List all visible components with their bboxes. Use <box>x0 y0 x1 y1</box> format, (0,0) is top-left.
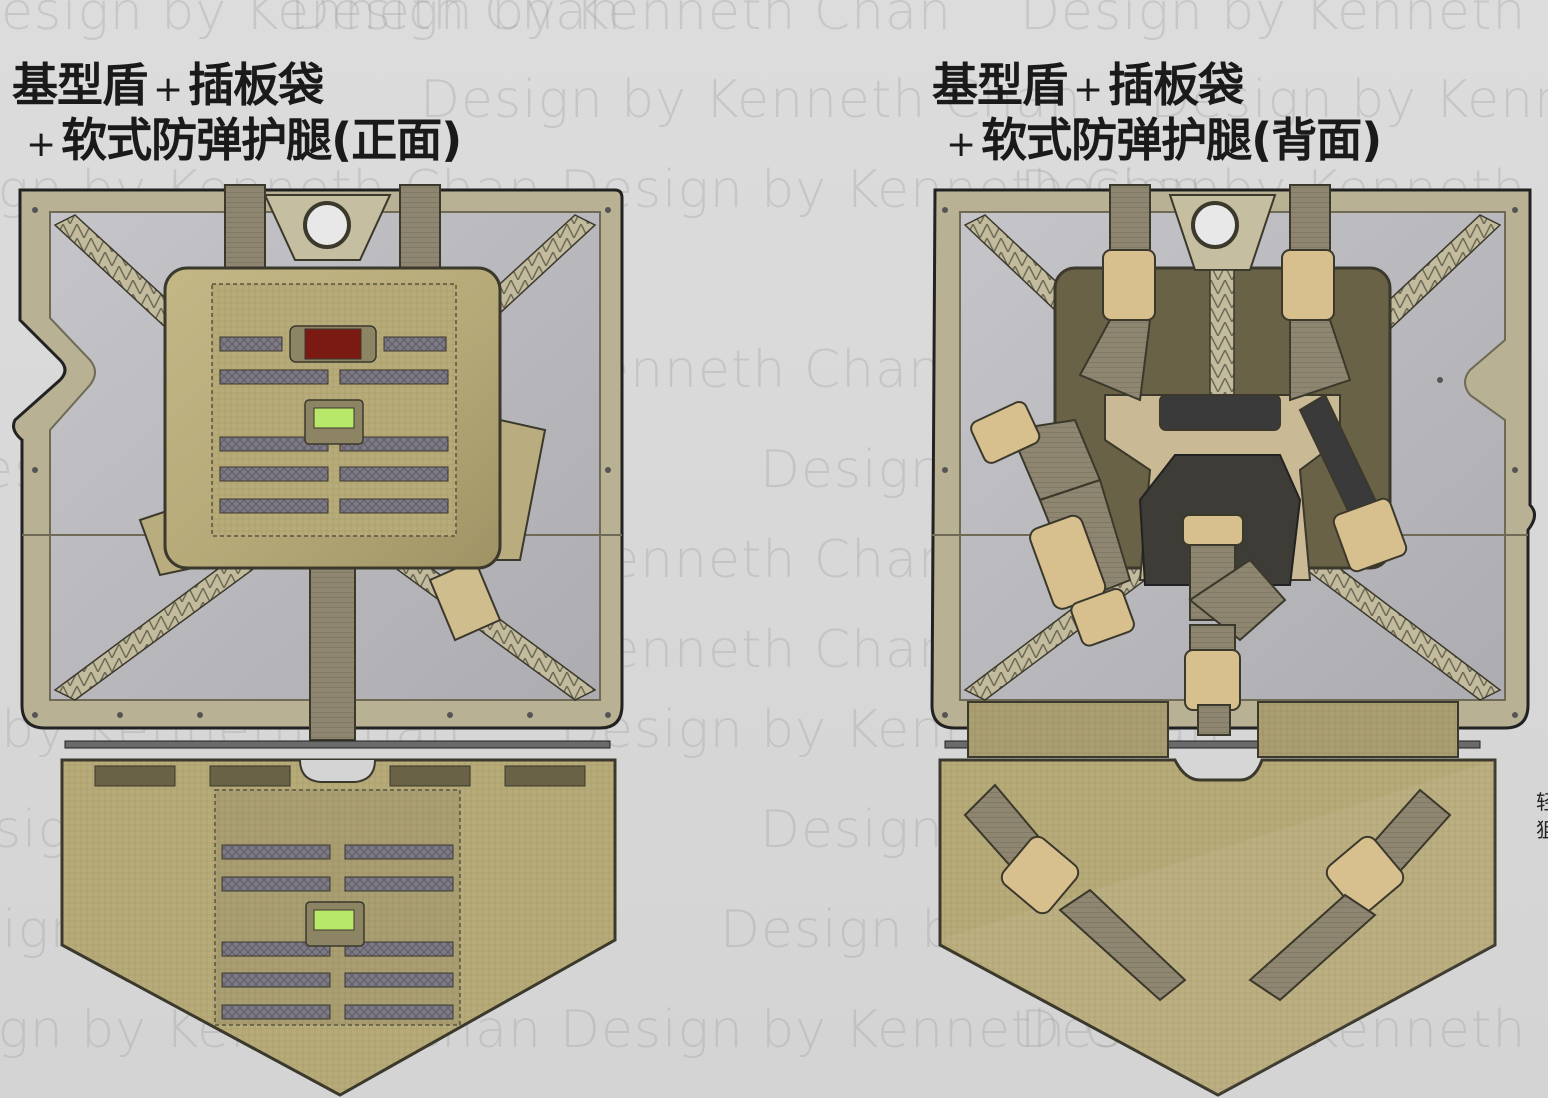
back-view-title: 基型盾+插板袋 +软式防弹护腿(背面) <box>932 60 1382 170</box>
back-title-subtitle: 软式防弹护腿(背面) <box>981 113 1382 167</box>
front-title-part2: 插板袋 <box>188 58 324 112</box>
front-title-line1: 基型盾+插板袋 <box>12 60 461 115</box>
front-title-line2: +软式防弹护腿(正面) <box>12 113 462 170</box>
edge-text-1: 轻 <box>1536 790 1548 814</box>
back-title-plus: + <box>1073 69 1103 110</box>
back-title-line1: 基型盾+插板袋 <box>932 60 1381 115</box>
back-title-plus: + <box>946 124 976 165</box>
front-title-subtitle: 软式防弹护腿(正面) <box>61 113 462 167</box>
edge-text-2: 狙 <box>1536 818 1548 842</box>
back-title-part2: 插板袋 <box>1108 58 1244 112</box>
back-title-part1: 基型盾 <box>932 58 1068 112</box>
front-title-part1: 基型盾 <box>12 58 148 112</box>
front-title-plus: + <box>153 69 183 110</box>
back-shield <box>930 184 1536 1097</box>
front-title-plus: + <box>26 124 56 165</box>
back-title-line2: +软式防弹护腿(背面) <box>932 113 1382 170</box>
front-shield <box>12 184 624 1097</box>
front-view-title: 基型盾+插板袋 +软式防弹护腿(正面) <box>12 60 462 170</box>
